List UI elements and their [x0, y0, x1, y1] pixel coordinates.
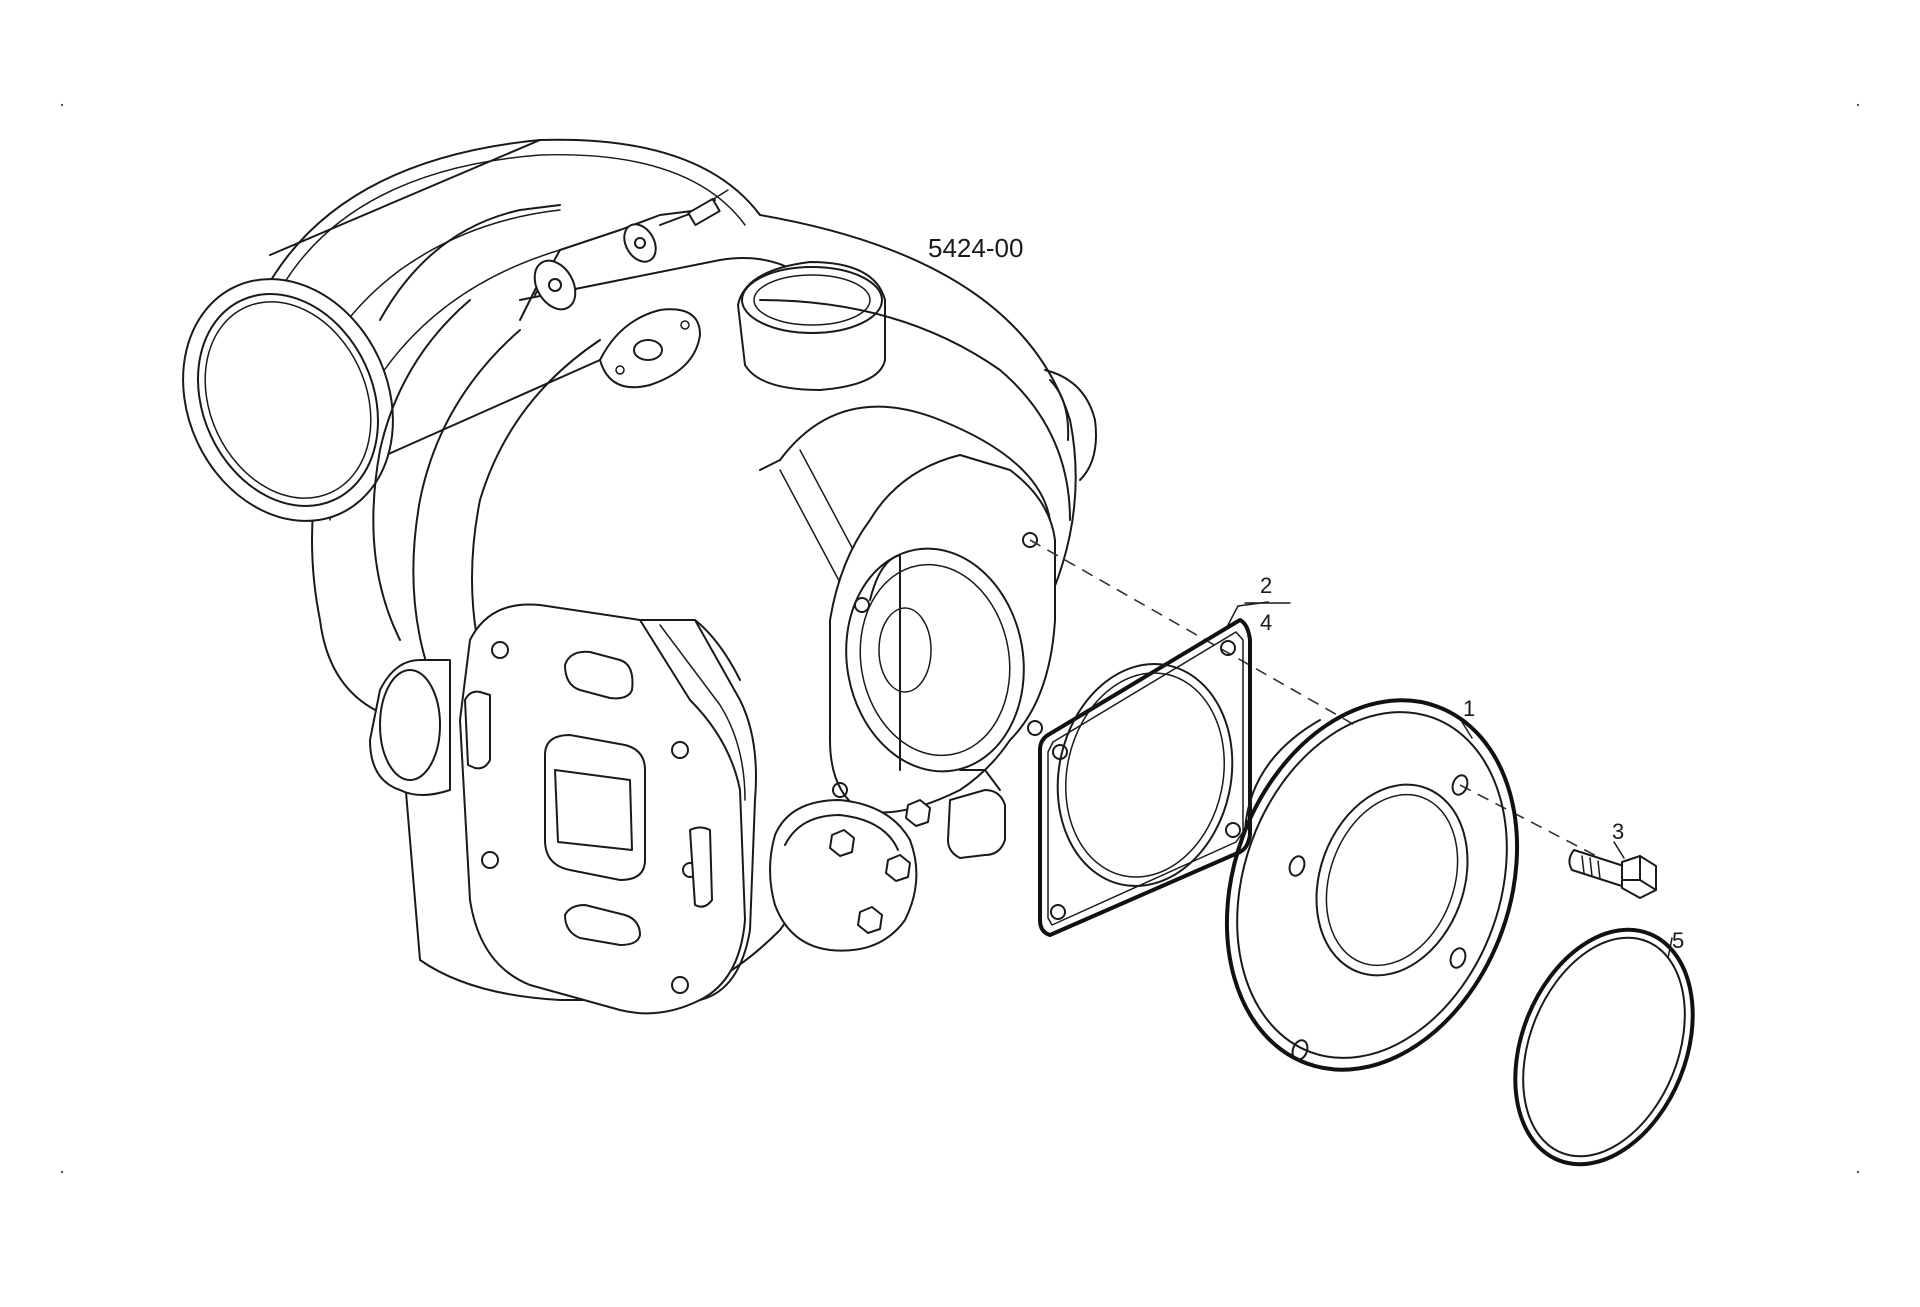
callout-2: 2: [1260, 573, 1272, 598]
callout-3: 3: [1612, 819, 1624, 844]
turbocharger-assembly: [182, 138, 1097, 1015]
callout-5: 5: [1672, 928, 1684, 953]
registration-marks: [60, 103, 1860, 1174]
flange-plate: [1224, 698, 1520, 1072]
drawing-reference-number: 5424-00: [928, 233, 1023, 263]
callout-1: 1: [1463, 696, 1475, 721]
bolt: [1568, 849, 1657, 899]
gasket-square: [1038, 618, 1252, 937]
callout-4: 4: [1260, 610, 1272, 635]
o-ring: [1513, 927, 1695, 1167]
assembly-centerlines: [1029, 539, 1609, 863]
callout-leaders: [1227, 601, 1673, 959]
